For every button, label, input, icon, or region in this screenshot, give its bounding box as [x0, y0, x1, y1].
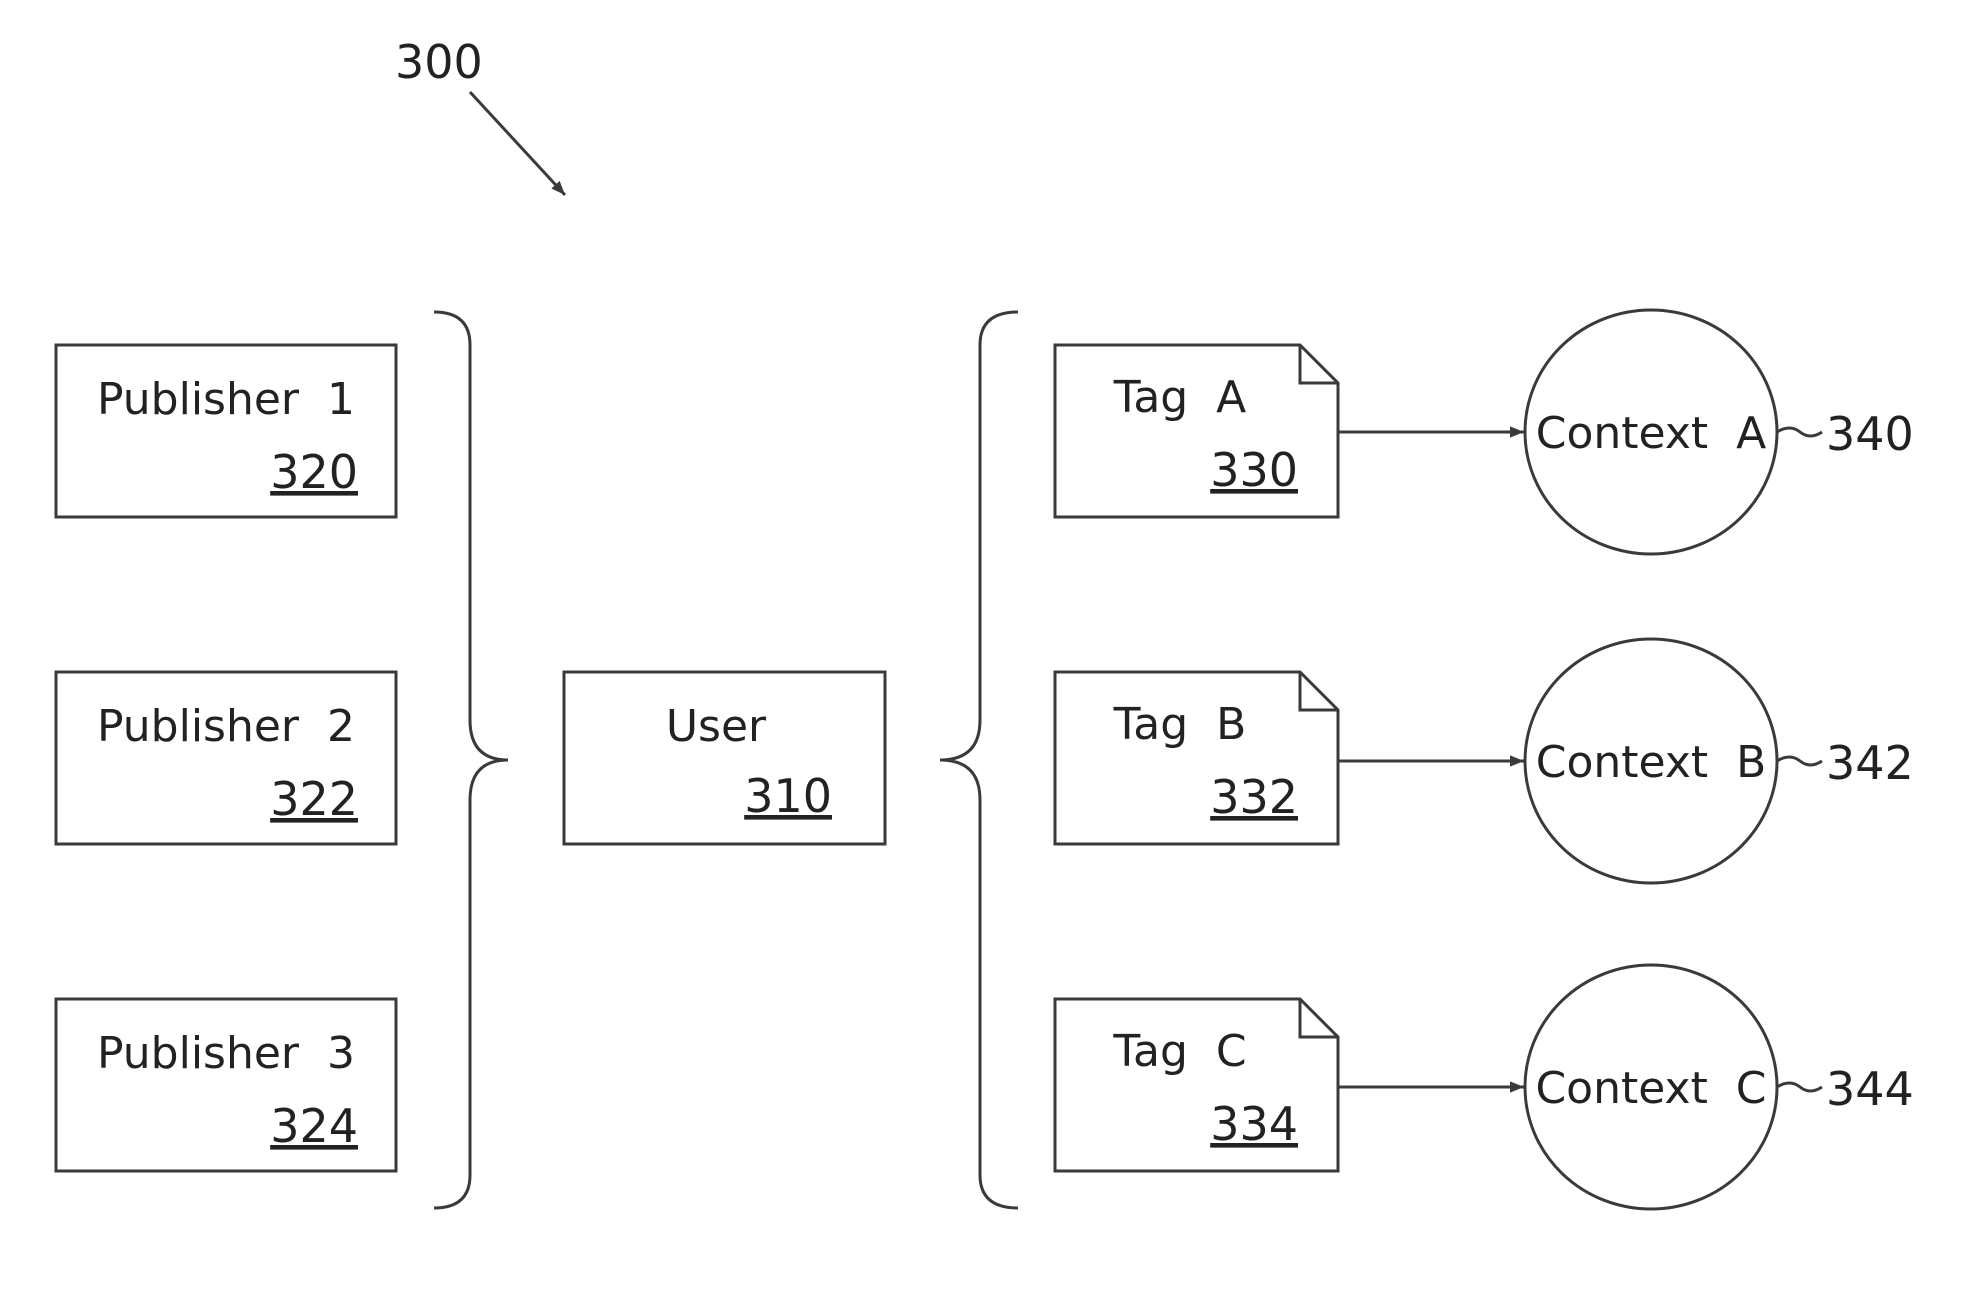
tag-label: Tag C: [1112, 1026, 1246, 1077]
context-label: Context A: [1536, 408, 1766, 459]
tag-ref-number: 334: [1210, 1097, 1298, 1151]
context-label: Context B: [1536, 737, 1767, 788]
tag-document-a: Tag A 330: [1055, 345, 1338, 517]
publisher-ref-number: 322: [270, 772, 358, 826]
publisher-box-2: Publisher 2 322: [56, 672, 396, 844]
user-box: User 310: [564, 672, 885, 844]
tag-label: Tag B: [1113, 699, 1247, 750]
context-node-a: Context A 340: [1525, 310, 1914, 554]
user-label: User: [666, 701, 767, 752]
context-callout-leader: [1777, 428, 1822, 436]
figure-ref-number: 300: [395, 35, 483, 89]
context-node-c: Context C 344: [1525, 965, 1914, 1209]
context-ref-number: 340: [1826, 407, 1914, 461]
publisher-label: Publisher 2: [97, 701, 355, 752]
tag-document-b: Tag B 332: [1055, 672, 1338, 844]
figure-ref-arrow: [470, 92, 565, 195]
context-callout-leader: [1777, 757, 1822, 765]
tag-document-c: Tag C 334: [1055, 999, 1338, 1171]
tag-label: Tag A: [1113, 372, 1247, 423]
figure-reference: 300: [395, 35, 565, 195]
publisher-label: Publisher 1: [97, 374, 355, 425]
tag-ref-number: 330: [1210, 443, 1298, 497]
context-node-b: Context B 342: [1525, 639, 1914, 883]
user-box-frame: [564, 672, 885, 844]
publisher-ref-number: 324: [270, 1099, 358, 1153]
user-ref-number: 310: [744, 769, 832, 823]
tags-brace: [940, 312, 1018, 1208]
publishers-brace: [434, 312, 508, 1208]
context-ref-number: 344: [1826, 1062, 1914, 1116]
publisher-box-1: Publisher 1 320: [56, 345, 396, 517]
publisher-ref-number: 320: [270, 445, 358, 499]
context-callout-leader: [1777, 1083, 1822, 1091]
context-ref-number: 342: [1826, 736, 1914, 790]
publisher-label: Publisher 3: [97, 1028, 355, 1079]
tag-ref-number: 332: [1210, 770, 1298, 824]
publisher-box-3: Publisher 3 324: [56, 999, 396, 1171]
context-label: Context C: [1535, 1063, 1766, 1114]
